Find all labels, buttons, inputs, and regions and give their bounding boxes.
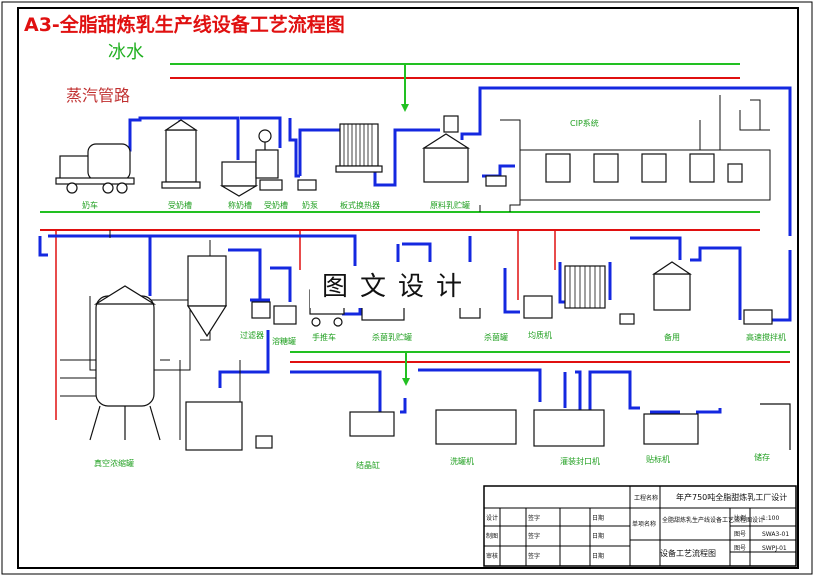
svg-text:年产750吨全脂甜炼乳工厂设计: 年产750吨全脂甜炼乳工厂设计 [676,492,787,502]
svg-text:图号: 图号 [734,531,746,538]
svg-text:图号: 图号 [734,545,746,552]
label-homogenizer: 均质机 [528,330,552,340]
svg-text:日期: 日期 [592,532,604,540]
label-sterilizing-tank: 杀菌罐 [484,332,508,342]
label-filter: 过滤器 [240,330,264,340]
legend-steam: 蒸汽管路 [66,86,131,105]
svg-text:设计: 设计 [486,514,498,522]
label-receiving-tank: 受奶槽 [168,200,192,210]
thin-lines [60,95,771,440]
label-cart: 手推车 [312,332,336,342]
inner-frame [17,7,799,569]
svg-text:签字: 签字 [528,532,540,540]
watermark: 图文设计 [310,266,486,308]
utility-lines-top [170,63,740,112]
diagram-title: A3-全脂甜炼乳生产线设备工艺流程图 [24,14,345,36]
label-vacuum-evaporator: 真空浓缩罐 [94,458,134,468]
svg-text:设备工艺流程图: 设备工艺流程图 [660,548,716,558]
cip-system-label: CIP系统 [570,118,599,128]
utility-lines-middle [40,211,760,420]
svg-text:签字: 签字 [528,552,540,560]
svg-text:签字: 签字 [528,514,540,522]
label-filling-sealer: 灌装封口机 [560,456,600,466]
svg-text:单项名称: 单项名称 [632,520,656,528]
label-sugar-tank: 溶糖罐 [272,336,296,346]
label-raw-milk-tank: 原料乳贮罐 [430,200,470,210]
utility-lines-bottom [290,351,790,386]
svg-text:比例: 比例 [734,514,746,522]
label-standard-tank: 杀菌乳贮罐 [372,332,412,342]
svg-text:工程名称: 工程名称 [634,494,658,502]
label-standby: 备用 [664,332,680,342]
label-weighing-tank: 称奶槽 [228,200,252,210]
svg-text:1:100: 1:100 [762,515,779,522]
label-crystallizing-tank: 结晶缸 [356,460,380,470]
equipment-labels: 奶车 受奶槽 称奶槽 受奶槽 奶泵 板式换热器 原料乳贮罐 过滤器 溶糖罐 手推… [82,200,786,470]
label-plate-heat-exchanger: 板式换热器 [340,200,380,210]
svg-text:日期: 日期 [592,552,604,560]
svg-text:SWPJ-01: SWPJ-01 [762,545,787,552]
label-milk-pump: 奶泵 [302,200,318,210]
svg-text:审核: 审核 [486,552,498,560]
svg-text:全脂甜炼乳生产线设备工艺流程图设计: 全脂甜炼乳生产线设备工艺流程图设计 [662,516,764,524]
label-receiving-tank-2: 受奶槽 [264,200,288,210]
title-block-text: 工程名称 年产750吨全脂甜炼乳工厂设计 单项名称 全脂甜炼乳生产线设备工艺流程… [486,492,789,560]
label-labeling-machine: 贴标机 [646,454,670,464]
svg-text:制图: 制图 [486,532,498,540]
label-can-washer: 洗罐机 [450,456,474,466]
legend-water: 冰水 [108,42,144,63]
title-block [483,485,797,567]
svg-text:日期: 日期 [592,514,604,522]
label-warehouse: 储存 [754,452,770,462]
svg-text:SWA3-01: SWA3-01 [762,531,789,538]
label-mixing-tank: 高速搅拌机 [746,332,786,342]
label-milk-truck: 奶车 [82,200,98,210]
equipment-drawings [55,115,791,451]
